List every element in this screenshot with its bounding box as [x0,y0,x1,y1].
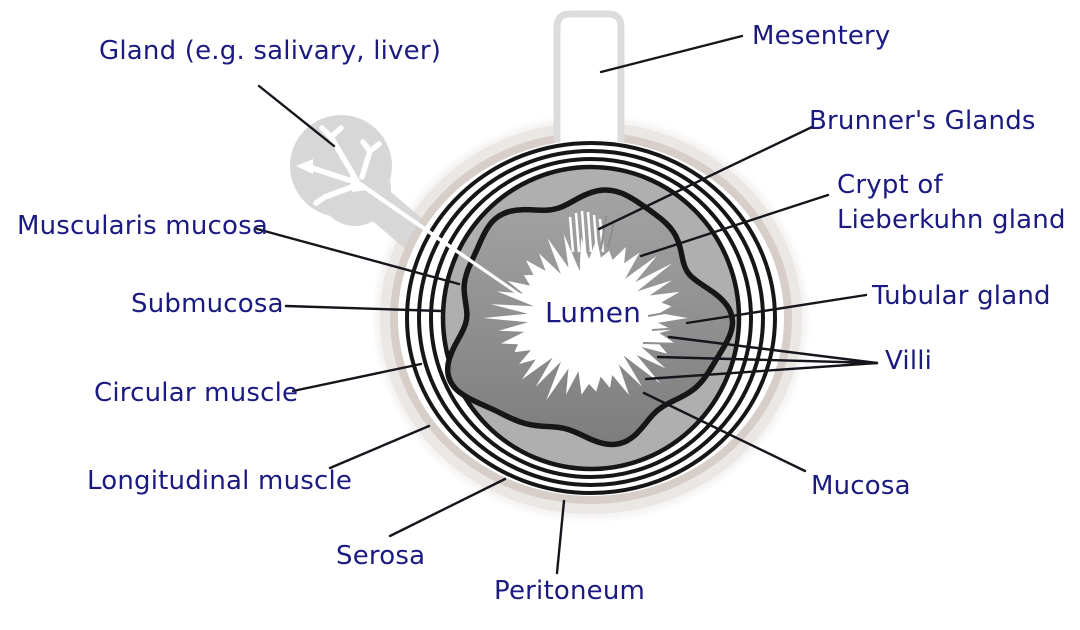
label-circular-muscle: Circular muscle [94,378,299,408]
gland-duct [296,125,535,307]
label-crypt-of-lieberkuhn: Crypt of Lieberkuhn gland [837,168,1066,238]
label-mucosa: Mucosa [811,471,911,501]
mesentery-tube [553,10,625,146]
label-brunners-glands: Brunner's Glands [809,106,1036,136]
muscle-layer-rings [405,141,777,495]
villi-spikes [568,210,698,345]
label-lumen: Lumen [545,296,642,329]
lumen-starburst [483,234,688,401]
label-longitudinal-muscle: Longitudinal muscle [87,466,353,496]
label-muscularis-mucosa: Muscularis mucosa [17,211,268,241]
label-gland: Gland (e.g. salivary, liver) [99,36,442,66]
label-tubular-gland: Tubular gland [872,281,1051,311]
label-submucosa: Submucosa [131,289,284,319]
leader-lines [255,34,879,575]
label-serosa: Serosa [336,541,426,571]
label-mesentery: Mesentery [752,21,891,51]
label-peritoneum: Peritoneum [494,576,646,606]
label-villi: Villi [885,346,933,376]
label-crypt-line2: Lieberkuhn gland [837,205,1066,235]
label-crypt-line1: Crypt of [837,170,943,200]
